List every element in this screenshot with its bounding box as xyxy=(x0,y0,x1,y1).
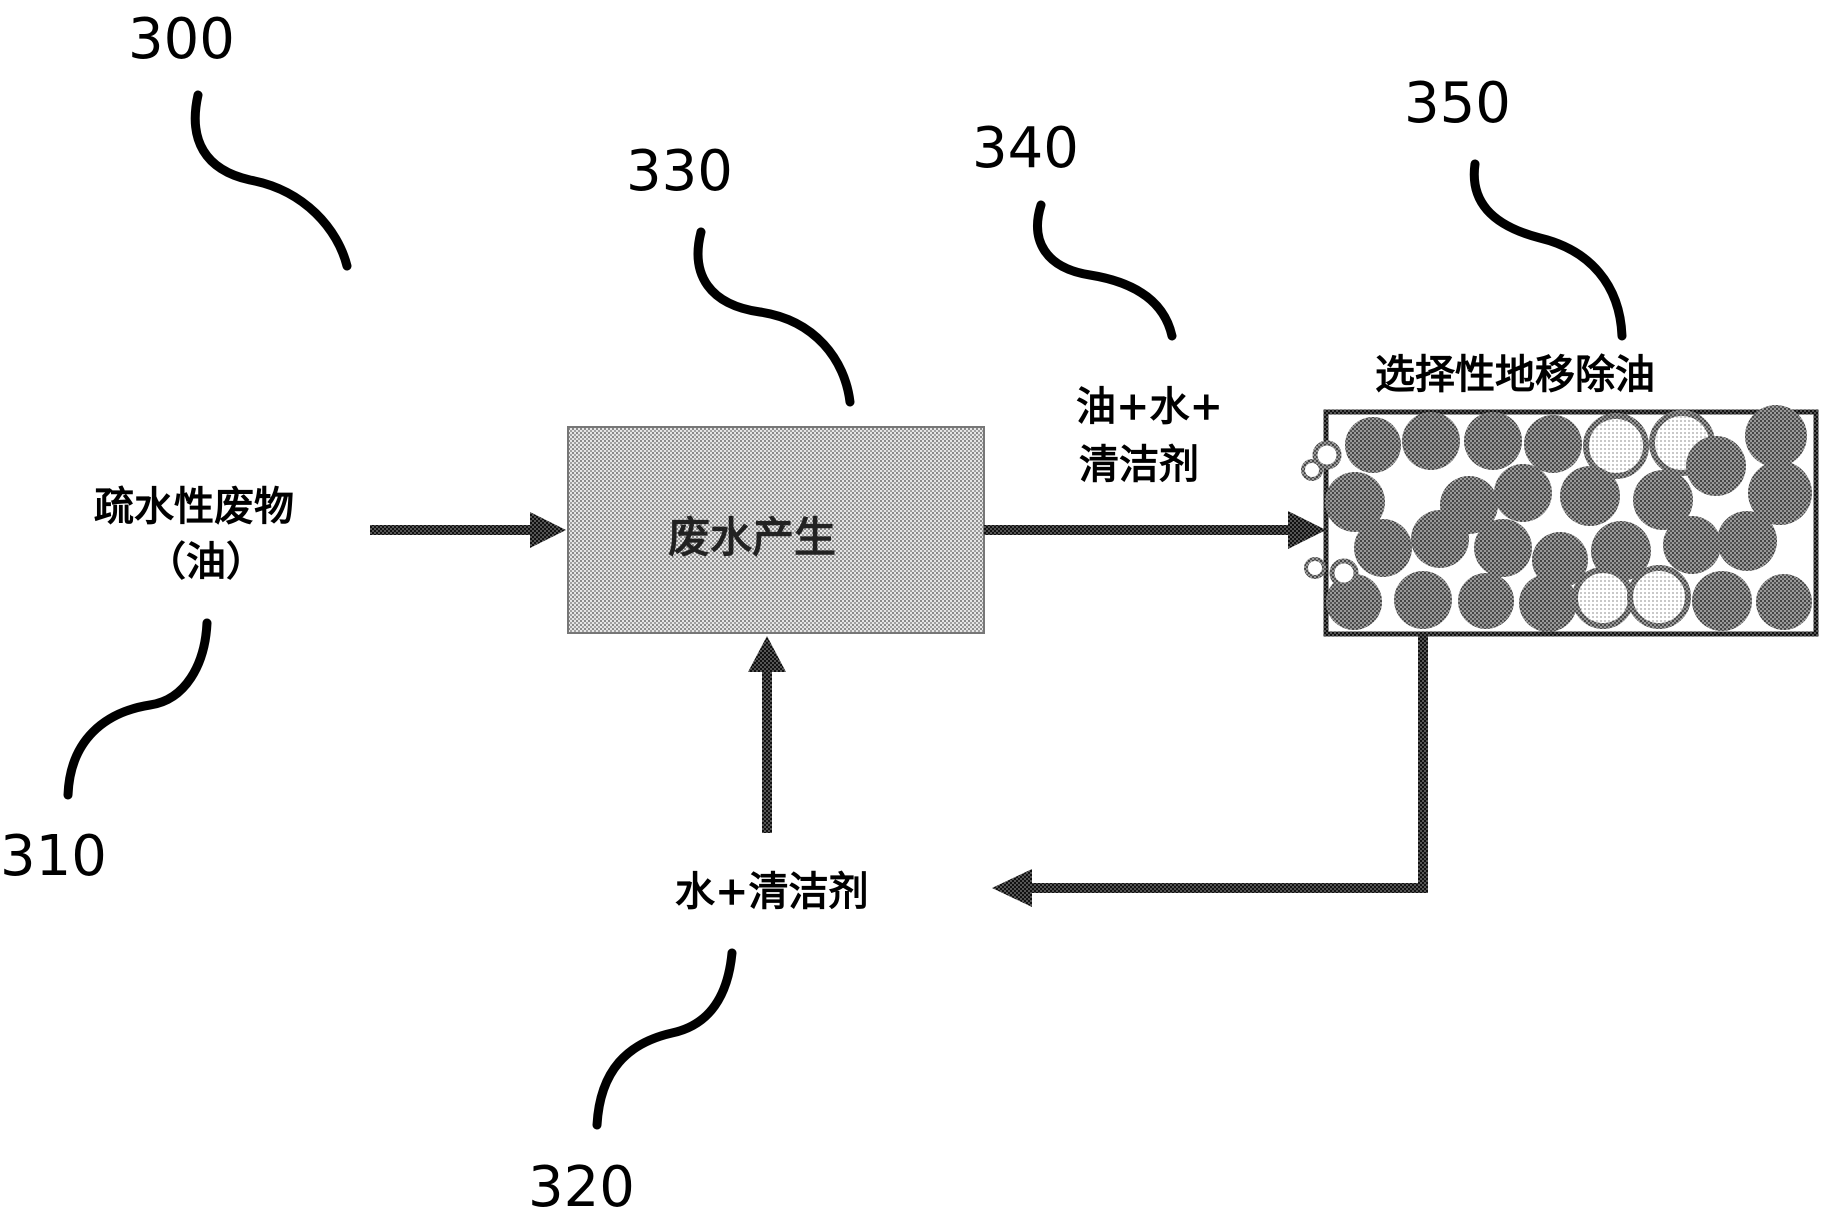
ref-300: 300 xyxy=(128,7,235,72)
filter-title: 选择性地移除油 xyxy=(1375,351,1655,398)
arrow-input-to-process xyxy=(370,512,566,548)
arrow-recycle-to-process xyxy=(748,636,786,833)
process-box-label: 废水产生 xyxy=(668,513,836,562)
ref-340: 340 xyxy=(972,116,1079,181)
ref-330: 330 xyxy=(626,139,733,204)
leader-340 xyxy=(1033,200,1177,341)
arrow-process-to-filter xyxy=(984,511,1326,549)
input-label-line1: 疏水性废物 xyxy=(94,483,294,530)
leader-320 xyxy=(592,948,737,1130)
input-label-line2: （油） xyxy=(146,538,266,585)
leader-310 xyxy=(63,618,212,800)
recycle-label: 水+清洁剂 xyxy=(675,868,869,915)
leader-300 xyxy=(190,90,352,271)
filter-beads xyxy=(1301,405,1812,632)
ref-320: 320 xyxy=(528,1155,635,1214)
stream-label-line1: 油+水+ xyxy=(1076,383,1223,430)
leader-330 xyxy=(693,227,855,407)
leader-350 xyxy=(1469,159,1627,341)
ref-310: 310 xyxy=(0,824,107,889)
arrow-filter-to-recycle xyxy=(992,634,1428,907)
process-box-wastewater xyxy=(567,426,985,634)
filter-bed xyxy=(1301,405,1819,637)
stream-label-line2: 清洁剂 xyxy=(1079,441,1199,488)
ref-350: 350 xyxy=(1404,71,1511,136)
